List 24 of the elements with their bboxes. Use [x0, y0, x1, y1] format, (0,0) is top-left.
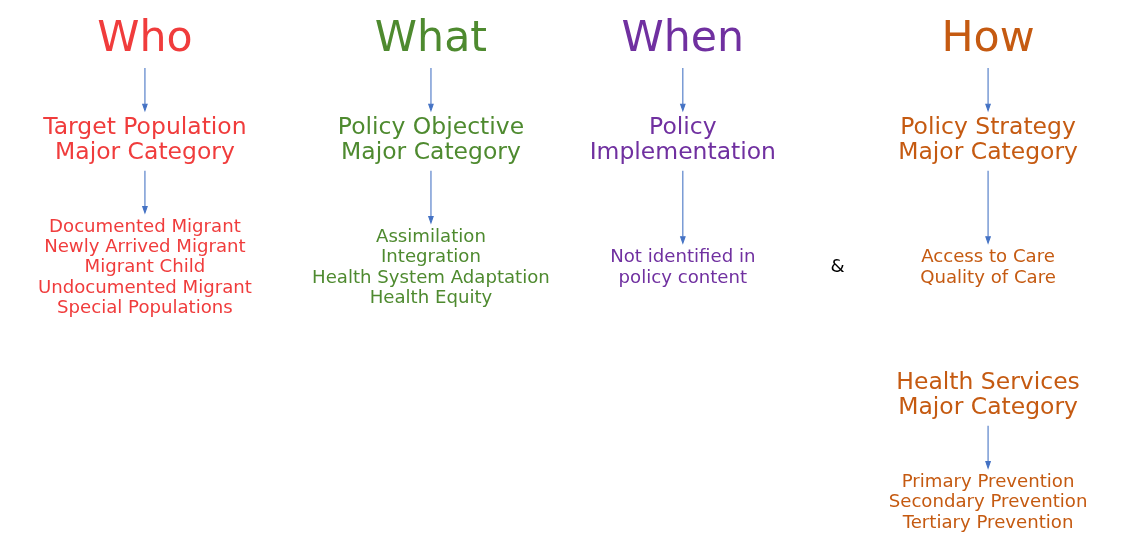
node-text: What — [374, 10, 487, 61]
node-text: How — [941, 10, 1035, 61]
label: & — [830, 255, 845, 277]
arrow — [984, 425, 991, 470]
node-text: Documented Migrant Newly Arrived Migrant Migrant Child Undocumented Migrant Special Populations — [37, 214, 252, 317]
node-text: Target Population Major Category — [42, 111, 247, 166]
node-text: Policy Objective Major Category — [337, 111, 524, 166]
node-text: Access to Care Quality of Care — [919, 245, 1056, 287]
node-text: Not identified in policy content — [609, 245, 755, 287]
node-text: When — [621, 10, 744, 61]
node-text: Health Services Major Category — [895, 366, 1080, 421]
arrow — [427, 67, 434, 113]
node-text: Primary Prevention Secondary Prevention Tertiary Prevention — [888, 469, 1087, 532]
arrow — [141, 67, 148, 113]
node-text: Assimilation Integration Health System Adaptation Health Equity — [311, 225, 550, 307]
node-text: Policy Implementation — [589, 111, 776, 166]
arrow — [984, 67, 991, 113]
arrow — [984, 170, 991, 245]
arrow — [141, 170, 148, 215]
arrow — [679, 67, 686, 113]
arrow — [427, 170, 434, 225]
node-text: Policy Strategy Major Category — [897, 111, 1078, 166]
node-text: Who — [96, 10, 193, 61]
arrow — [679, 170, 686, 245]
